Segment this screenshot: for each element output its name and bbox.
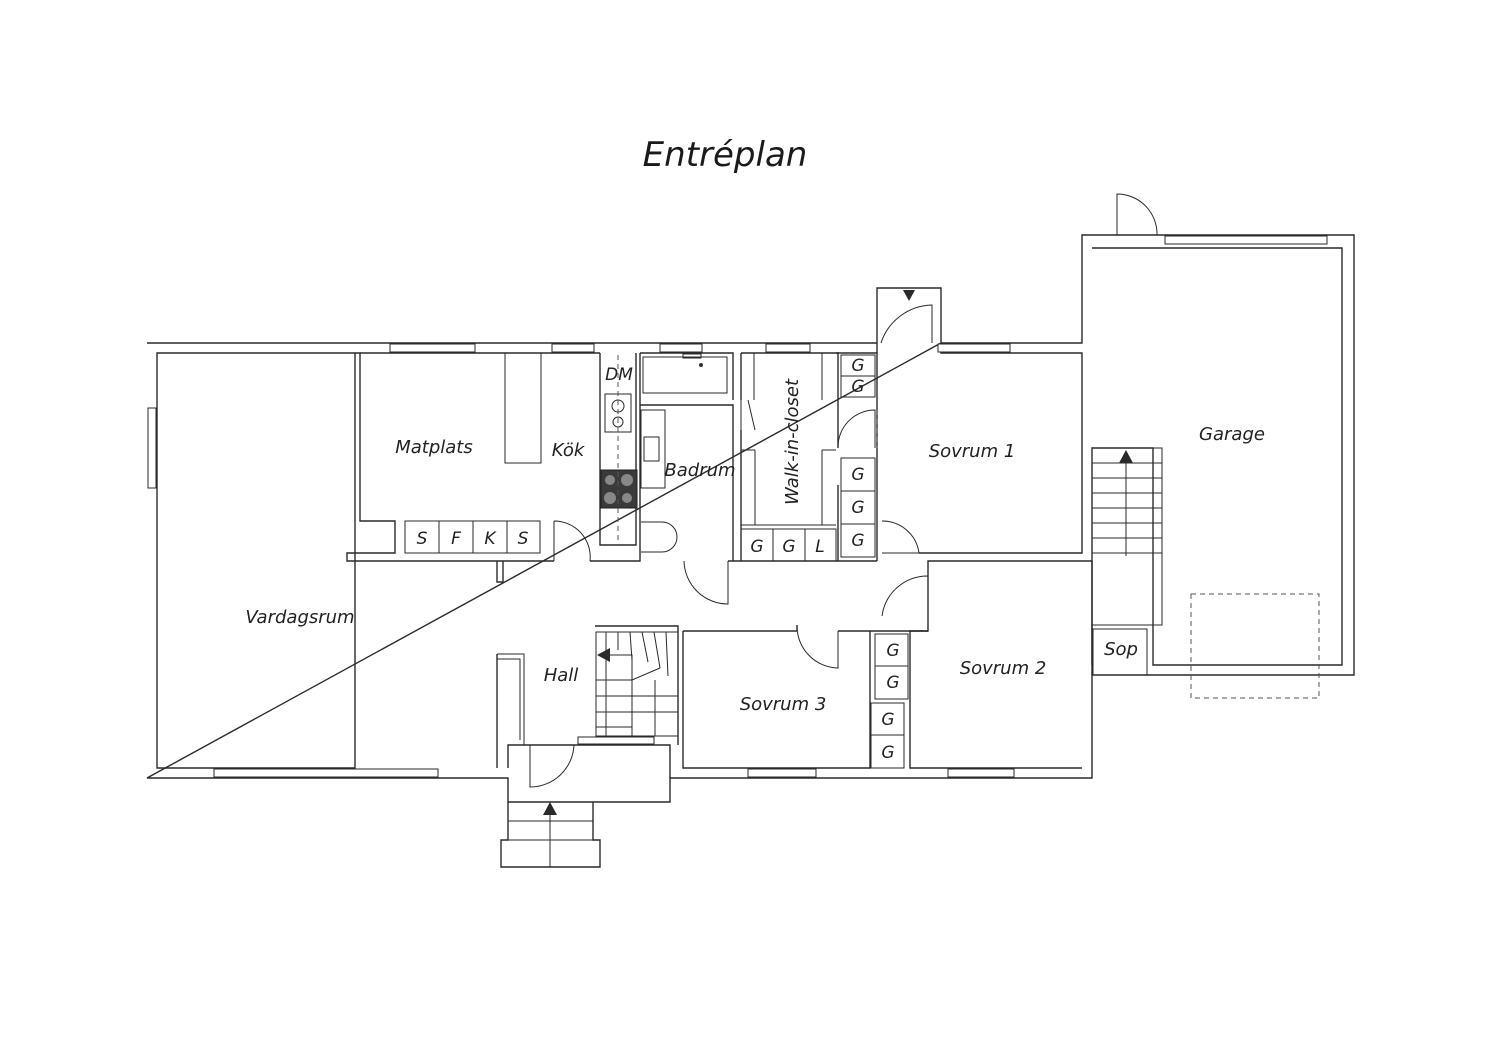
wardrobe-label: G <box>851 377 864 397</box>
hall-stairs <box>497 631 679 745</box>
closet-unit-label: G <box>782 537 795 557</box>
room-label-vardagsrum: Vardagsrum <box>245 607 354 628</box>
garage-stairs <box>1092 447 1320 699</box>
room-label-sovrum2: Sovrum 2 <box>960 658 1047 679</box>
wardrobe-label: G <box>851 356 864 376</box>
room-label-kok: Kök <box>552 440 586 461</box>
wardrobe-label: G <box>886 673 899 693</box>
kitchen-unit-label: F <box>451 529 461 549</box>
room-label-sovrum1: Sovrum 1 <box>929 441 1016 462</box>
wardrobe-label: G <box>851 465 864 485</box>
wardrobe-label: G <box>851 498 864 518</box>
wardrobe-label: G <box>881 710 894 730</box>
closet-unit-label: G <box>750 537 763 557</box>
room-label-hall: Hall <box>544 665 579 686</box>
kitchen-unit-label: S <box>417 529 428 549</box>
kitchen-unit-label: S <box>518 529 529 549</box>
outer-walls <box>146 234 1355 803</box>
room-label-badrum: Badrum <box>664 460 735 481</box>
kitchen-units <box>404 520 541 554</box>
dishwasher-label: DM <box>605 365 633 385</box>
room-label-sop: Sop <box>1104 639 1138 660</box>
windows <box>147 235 1328 778</box>
garage-stairs-arrow-icon <box>1119 450 1133 463</box>
room-label-walk-in-closet: Walk-in-closet <box>782 378 803 505</box>
front-steps <box>500 802 601 868</box>
closet-unit-label: L <box>815 537 824 557</box>
kitchen-fixtures <box>504 352 638 545</box>
doors <box>529 193 1158 788</box>
bathroom-fixtures <box>640 353 728 553</box>
kitchen-unit-label: K <box>484 529 497 549</box>
room-label-garage: Garage <box>1199 424 1265 445</box>
hall-stairs-arrow-icon <box>597 648 610 662</box>
room-label-sovrum3: Sovrum 3 <box>740 694 827 715</box>
wardrobes <box>840 354 909 769</box>
walk-in-closet-shelves <box>740 353 837 562</box>
wardrobe-label: G <box>881 743 894 763</box>
wardrobe-label: G <box>886 641 899 661</box>
room-label-matplats: Matplats <box>395 437 473 458</box>
entry-arrow-top-icon <box>903 290 915 301</box>
plan-title: Entréplan <box>643 135 808 175</box>
wardrobe-label: G <box>851 531 864 551</box>
